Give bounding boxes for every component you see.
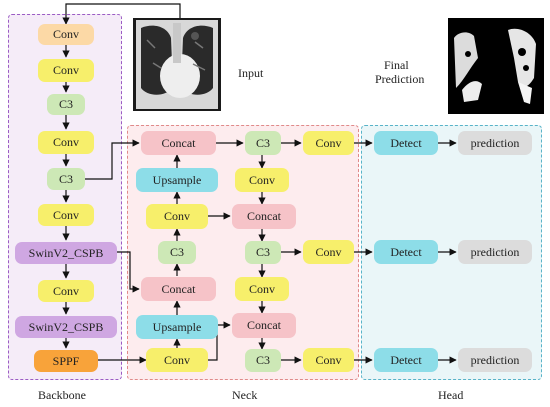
detect-2: Detect: [374, 240, 438, 264]
neck-right-concat-2: Concat: [232, 313, 296, 338]
backbone-conv-4: Conv: [38, 204, 94, 226]
backbone-conv-3: Conv: [38, 131, 94, 154]
final-prediction-label-line2: Prediction: [375, 72, 425, 86]
prediction-3: prediction: [458, 348, 532, 372]
neck-c3: C3: [158, 241, 196, 264]
neck-right-c3-3: C3: [245, 349, 281, 372]
prediction-2: prediction: [458, 240, 532, 264]
input-xray-image: [133, 18, 221, 111]
head-conv-1: Conv: [303, 131, 354, 155]
head-conv-3: Conv: [303, 348, 354, 372]
final-prediction-label-line1: Final: [384, 58, 409, 72]
backbone-conv-1: Conv: [38, 24, 94, 45]
final-prediction-image: [448, 18, 544, 114]
backbone-label: Backbone: [38, 388, 86, 402]
backbone-c3-2: C3: [47, 168, 85, 190]
neck-right-c3-2: C3: [245, 241, 281, 264]
backbone-conv-5: Conv: [38, 280, 94, 302]
neck-right-concat-1: Concat: [232, 204, 296, 229]
backbone-swinv2-cspb-1: SwinV2_CSPB: [15, 242, 117, 264]
neck-right-conv-2: Conv: [235, 277, 289, 301]
neck-concat-1: Concat: [141, 131, 216, 155]
neck-upsample-1: Upsample: [136, 168, 218, 192]
input-label: Input: [238, 66, 264, 80]
head-conv-2: Conv: [303, 240, 354, 264]
neck-conv-1: Conv: [146, 204, 208, 229]
backbone-c3-1: C3: [47, 94, 85, 115]
prediction-1: prediction: [458, 131, 532, 155]
neck-upsample-2: Upsample: [136, 315, 218, 339]
head-label: Head: [438, 388, 464, 402]
neck-right-c3-1: C3: [245, 131, 281, 155]
neck-concat-2: Concat: [141, 277, 216, 301]
backbone-swinv2-cspb-2: SwinV2_CSPB: [15, 316, 117, 338]
detect-3: Detect: [374, 348, 438, 372]
backbone-conv-2: Conv: [38, 59, 94, 82]
backbone-sppf: SPPF: [34, 350, 98, 372]
neck-label: Neck: [232, 388, 258, 402]
detect-1: Detect: [374, 131, 438, 155]
neck-conv-2: Conv: [146, 348, 208, 372]
neck-right-conv-1: Conv: [235, 168, 289, 192]
